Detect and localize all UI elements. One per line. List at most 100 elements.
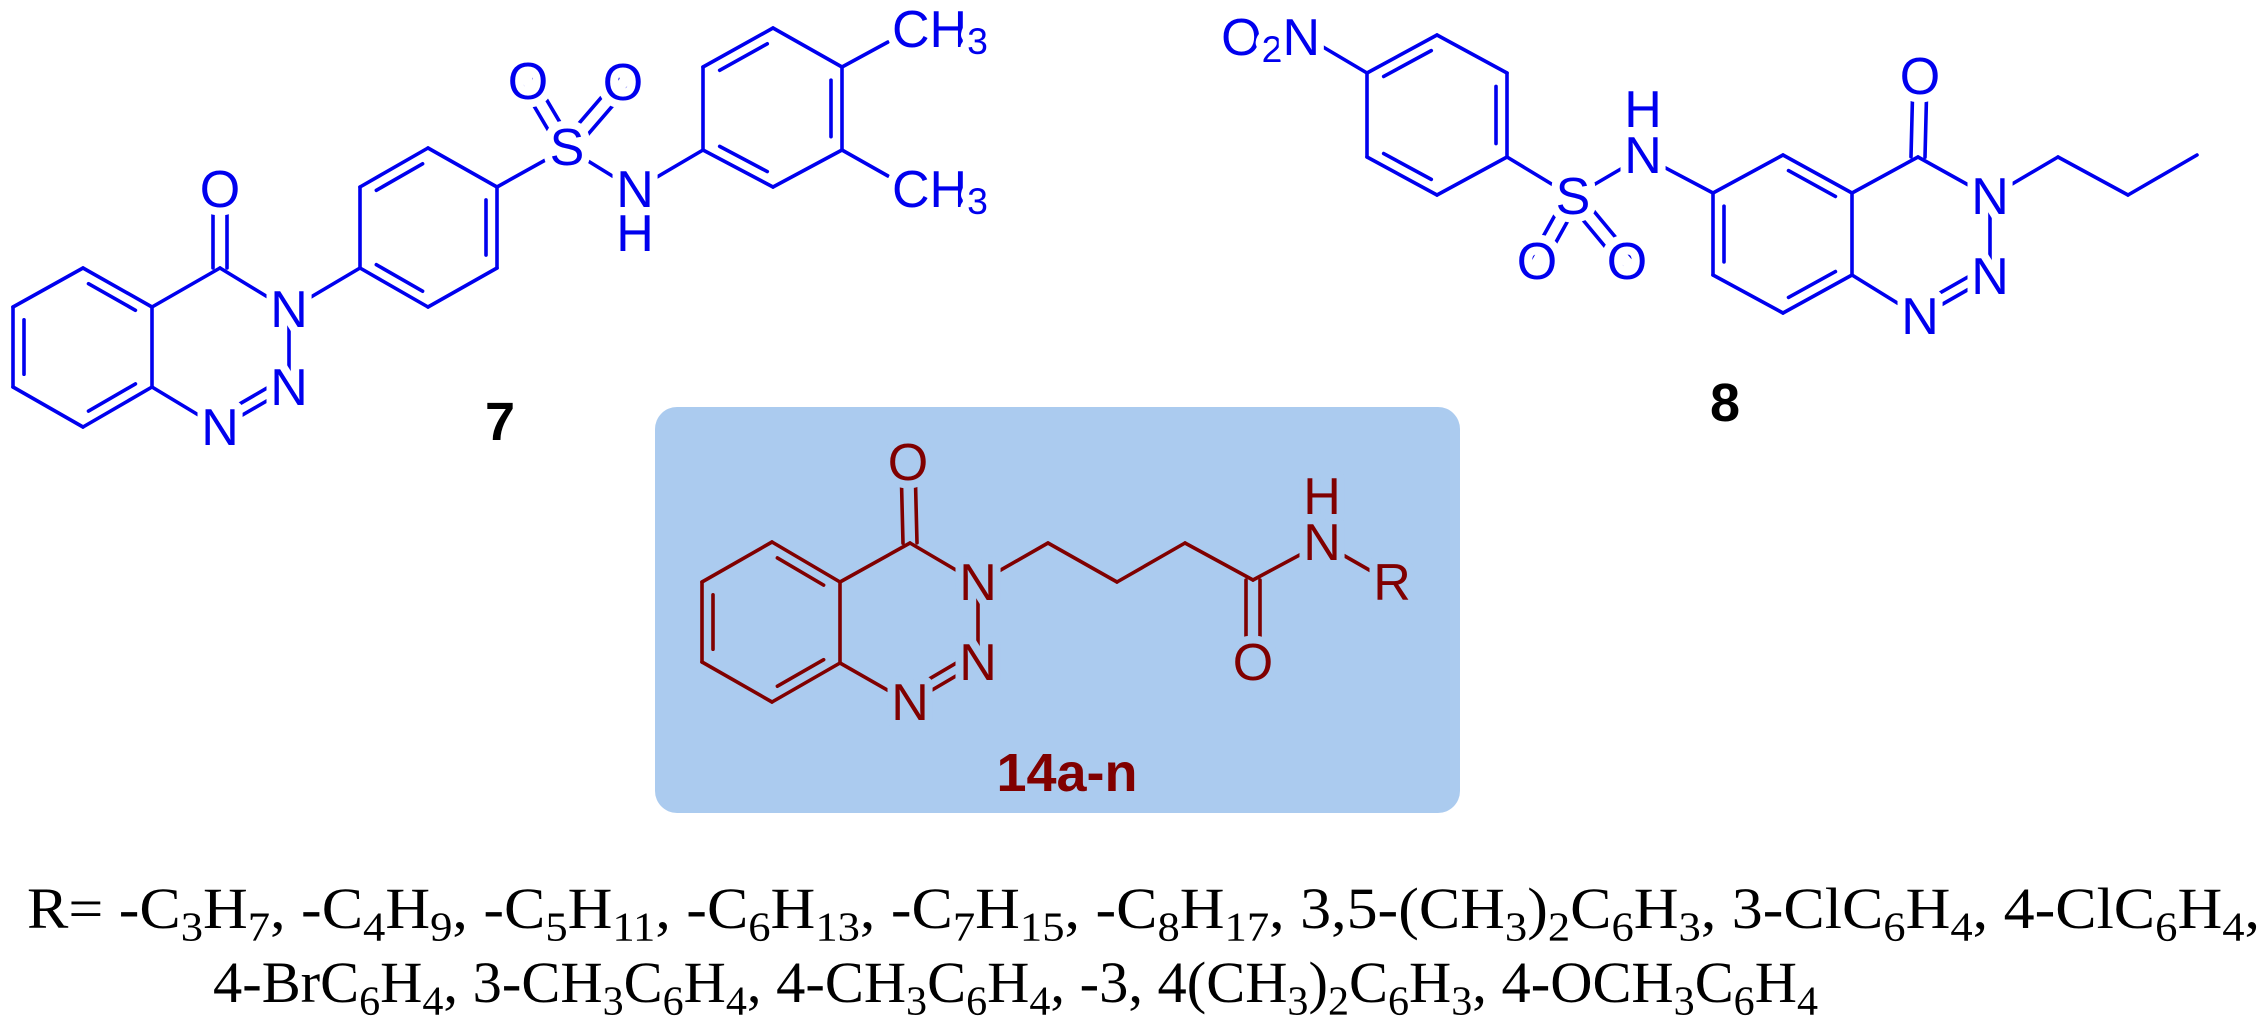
ring-bond bbox=[426, 266, 499, 309]
double-bond bbox=[701, 26, 775, 69]
single-bond bbox=[150, 266, 222, 309]
subscript: 8 bbox=[1157, 905, 1179, 951]
compound-8-bonds bbox=[1316, 33, 2199, 319]
double-bond-inner-line bbox=[717, 41, 770, 73]
single-bond bbox=[633, 148, 705, 192]
single-bond bbox=[840, 40, 890, 69]
subscript: 4 bbox=[1029, 979, 1050, 1025]
atom-label-amide-nitrogen: N bbox=[1303, 514, 1341, 572]
text-run: C bbox=[624, 950, 663, 1015]
subscript: 9 bbox=[430, 905, 452, 951]
text-run: H bbox=[975, 876, 1020, 941]
double-bond bbox=[1918, 275, 1992, 319]
single-bond bbox=[838, 541, 912, 584]
text-run: C bbox=[927, 950, 966, 1015]
single-bond bbox=[908, 541, 980, 585]
text-run: , 4-OCH bbox=[1472, 950, 1673, 1015]
double-bond bbox=[913, 461, 919, 545]
double-bond bbox=[1565, 199, 1624, 269]
double-bond-inner-line bbox=[913, 658, 964, 689]
ring-bond bbox=[1711, 273, 1785, 315]
single-bond bbox=[1988, 155, 2060, 199]
double-bond bbox=[520, 83, 563, 154]
single-bond bbox=[1316, 42, 1369, 75]
atom-label-n2: N bbox=[270, 359, 308, 417]
ring-bond bbox=[1711, 153, 1785, 195]
double-bond bbox=[532, 76, 575, 147]
subscript: 2 bbox=[1328, 979, 1349, 1025]
double-bond-inner-line bbox=[1786, 269, 1838, 300]
atom-label-sulfonyl-oxygen: O bbox=[603, 54, 643, 112]
compound-number-14a-n: 14a-n bbox=[996, 743, 1137, 803]
atom-label-n2: N bbox=[1971, 248, 2009, 306]
double-bond-inner-line bbox=[1786, 168, 1838, 199]
text-run: H bbox=[568, 876, 613, 941]
subscript: 3 bbox=[967, 180, 988, 222]
atom-label-n1: N bbox=[1901, 288, 1939, 346]
text-run: , 4-CH bbox=[747, 950, 906, 1015]
compound-7-bonds bbox=[11, 26, 890, 430]
single-bond bbox=[1505, 155, 1575, 199]
text-run: , 4-ClC bbox=[1973, 876, 2155, 941]
single-bond bbox=[1320, 541, 1394, 585]
text-run: C bbox=[1695, 950, 1734, 1015]
atom-label-sulfonyl-oxygen: O bbox=[1607, 233, 1647, 291]
text-run: H bbox=[684, 950, 726, 1015]
text-run: ) bbox=[1308, 950, 1327, 1015]
text-run: , -C bbox=[1065, 876, 1158, 941]
atom-label-sulfonamide-hydrogen: H bbox=[616, 205, 654, 263]
single-bond bbox=[1916, 155, 1992, 199]
double-bond bbox=[81, 266, 154, 309]
text-run: , bbox=[2245, 876, 2260, 941]
single-bond bbox=[1571, 154, 1645, 199]
atom-label-methyl-bottom: CH3 bbox=[892, 161, 988, 222]
atom-label-sulfonyl-oxygen: O bbox=[508, 53, 548, 111]
double-bond bbox=[1365, 155, 1439, 197]
atom-label-sulfur: S bbox=[550, 119, 585, 177]
ring-bond bbox=[11, 266, 85, 309]
text-run: , -C bbox=[860, 876, 953, 941]
subscript: 3 bbox=[906, 979, 927, 1025]
double-bond bbox=[81, 385, 154, 429]
single-bond bbox=[2126, 153, 2199, 197]
text-run: H bbox=[1409, 950, 1451, 1015]
subscript: 6 bbox=[1388, 979, 1409, 1025]
double-bond bbox=[1909, 75, 1915, 159]
subscript: 13 bbox=[815, 905, 860, 951]
subscript: 6 bbox=[748, 905, 770, 951]
atom-label-carbonyl-oxygen: O bbox=[888, 434, 928, 492]
atom-label-sulfonyl-oxygen: O bbox=[1517, 233, 1557, 291]
double-bond-inner-line bbox=[1381, 151, 1434, 182]
subscript: 3 bbox=[603, 979, 624, 1025]
subscript: 2 bbox=[1548, 905, 1570, 951]
text-run: H bbox=[771, 876, 816, 941]
subscript: 3 bbox=[1674, 979, 1695, 1025]
double-bond-inner-line bbox=[1923, 272, 1976, 303]
atom-label-amide-oxygen: O bbox=[1233, 634, 1273, 692]
text-run: H bbox=[1755, 950, 1797, 1015]
text-run: CH bbox=[892, 161, 967, 219]
subscript: 6 bbox=[1611, 905, 1633, 951]
text-run: H bbox=[1906, 876, 1951, 941]
subscript: 4 bbox=[363, 905, 385, 951]
double-bond bbox=[559, 76, 620, 146]
text-run: H bbox=[385, 876, 430, 941]
compound-14a-n: O N N N O N H R 14a-n bbox=[880, 426, 1419, 803]
atom-label-sulfonamide-hydrogen: H bbox=[1624, 81, 1662, 139]
compound-number-7: 7 bbox=[485, 392, 515, 452]
double-bond bbox=[1781, 273, 1854, 315]
single-bond bbox=[2056, 155, 2130, 197]
text-run: ) bbox=[1527, 876, 1548, 941]
single-bond bbox=[1850, 273, 1922, 319]
double-bond-inner-line bbox=[374, 161, 425, 193]
single-bond bbox=[1046, 541, 1119, 584]
compound-number-8: 8 bbox=[1710, 373, 1740, 433]
subscript: 3 bbox=[1287, 979, 1308, 1025]
double-bond bbox=[1923, 75, 1929, 159]
ring-bond bbox=[700, 660, 774, 704]
subscript: 3 bbox=[1505, 905, 1527, 951]
atom-label-n1: N bbox=[891, 674, 929, 732]
subscript: 3 bbox=[1451, 979, 1472, 1025]
compound-14-bonds bbox=[700, 461, 1394, 705]
